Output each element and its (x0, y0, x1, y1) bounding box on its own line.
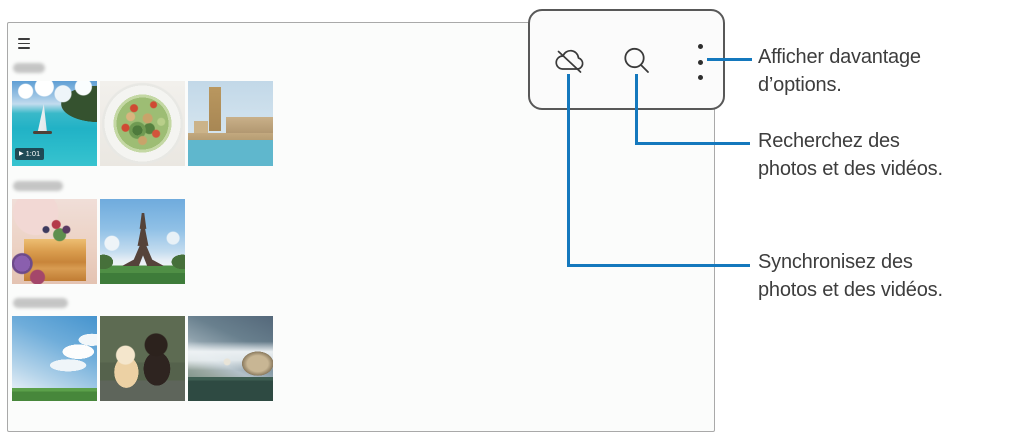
toolbar-callout-box (528, 9, 725, 110)
hamburger-menu-icon[interactable] (18, 38, 30, 49)
annotation-line: photos et des vidéos. (758, 157, 943, 180)
thumbnail-eiffel-tower-photo[interactable] (100, 199, 185, 284)
annotation-more-options: Afficher davantage d’options. (758, 44, 921, 99)
connector-more-options (707, 58, 752, 61)
thumbnail-pancakes-photo[interactable] (12, 199, 97, 284)
section-title-blurred-1 (13, 63, 45, 73)
annotation-line: Synchronisez des (758, 251, 913, 273)
thumbnail-kitten-puppy-photo[interactable] (100, 316, 185, 401)
section-title-blurred-3 (13, 298, 68, 308)
thumbnail-meadow-photo[interactable] (12, 316, 97, 401)
thumbnail-salad-photo[interactable] (100, 81, 185, 166)
video-duration-badge: ▶ 1:01 (15, 148, 45, 160)
connector-search-horizontal (635, 142, 750, 145)
cloud-sync-off-icon[interactable] (551, 43, 589, 84)
search-icon[interactable] (621, 45, 653, 82)
annotation-line: photos et des vidéos. (758, 278, 943, 301)
section-title-blurred-2 (13, 181, 63, 191)
connector-search-vertical (635, 74, 638, 145)
connector-sync-vertical (567, 74, 570, 267)
thumbnail-sailboat-video[interactable]: ▶ 1:01 (12, 81, 97, 166)
annotation-sync: Synchronisez des photos et des vidéos. (758, 249, 943, 304)
more-options-icon[interactable] (695, 44, 705, 80)
thumbnail-lakeside-village-photo[interactable] (188, 316, 273, 401)
annotation-line: Recherchez des (758, 130, 900, 152)
thumbnail-big-ben-photo[interactable] (188, 81, 273, 166)
play-icon: ▶ (19, 151, 24, 157)
annotation-line: d’options. (758, 73, 842, 96)
connector-sync-horizontal (567, 264, 750, 267)
annotation-line: Afficher davantage (758, 46, 921, 68)
video-duration: 1:01 (25, 149, 41, 158)
annotation-search: Recherchez des photos et des vidéos. (758, 128, 943, 183)
